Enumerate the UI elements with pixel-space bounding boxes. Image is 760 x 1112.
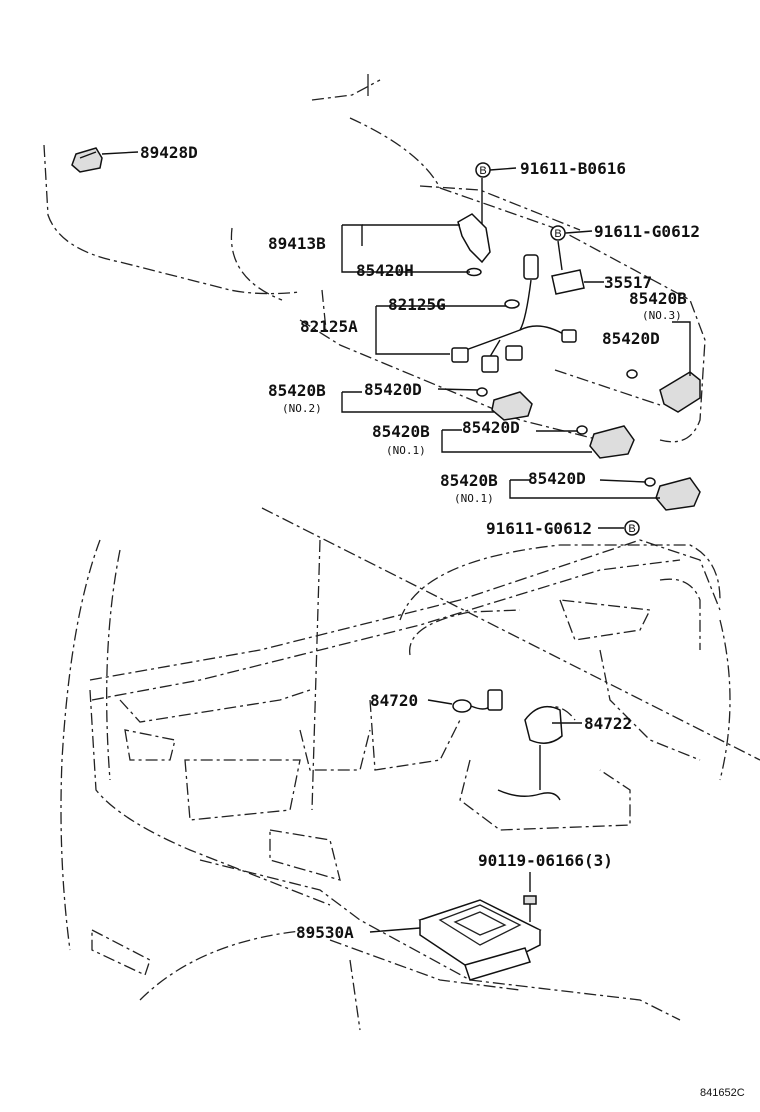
label-89530A: 89530A	[296, 923, 354, 942]
part-90119-bolt	[523, 895, 537, 922]
bolt-marker-2: B	[550, 225, 566, 241]
label-91611-G0612-upper: 91611-G0612	[594, 222, 700, 241]
label-82125A: 82125A	[300, 317, 358, 336]
label-no2: (NO.2)	[282, 402, 322, 415]
part-82125G-grommet	[504, 299, 520, 309]
label-no3: (NO.3)	[642, 309, 682, 322]
part-84722-shift-lever	[497, 705, 563, 801]
bolt-marker-1: B	[475, 162, 491, 178]
label-89428D: 89428D	[140, 143, 198, 162]
svg-text:B: B	[479, 165, 486, 177]
label-no1a: (NO.1)	[386, 444, 426, 457]
drawing-code: 841652C	[700, 1087, 745, 1099]
part-85420D-oring-b	[476, 387, 488, 397]
part-82125A-harness	[451, 254, 577, 373]
part-85420B-no1a-injector	[589, 425, 635, 459]
part-85420B-no1b-injector	[655, 477, 701, 511]
part-85420D-oring-c	[576, 425, 588, 435]
bolt-marker-3: B	[624, 520, 640, 536]
label-85420H: 85420H	[356, 261, 414, 280]
label-82125G: 82125G	[388, 295, 446, 314]
label-84722: 84722	[584, 714, 632, 733]
part-89413B-sensor	[457, 213, 491, 264]
label-85420D-b: 85420D	[364, 380, 422, 399]
label-85420B-no1b: 85420B	[440, 471, 498, 490]
label-84720: 84720	[370, 691, 418, 710]
label-35517: 35517	[604, 273, 652, 292]
leader-lines	[101, 151, 691, 933]
label-no1b: (NO.1)	[454, 492, 494, 505]
part-84720-switch	[452, 689, 503, 713]
part-89530A-ecu	[418, 899, 542, 981]
part-85420D-oring-a	[626, 369, 638, 379]
label-91611-B0616: 91611-B0616	[520, 159, 626, 178]
label-85420D-c: 85420D	[462, 418, 520, 437]
part-35517-bracket	[551, 269, 585, 295]
label-85420B-no3: 85420B	[629, 289, 687, 308]
label-85420D-a: 85420D	[602, 329, 660, 348]
label-85420B-no2: 85420B	[268, 381, 326, 400]
label-91611-G0612-lower: 91611-G0612	[486, 519, 592, 538]
cabin-outline	[60, 507, 760, 1031]
part-89428D-sensor	[71, 147, 103, 173]
label-85420B-no1a: 85420B	[372, 422, 430, 441]
label-89413B: 89413B	[268, 234, 326, 253]
label-90119-06166: 90119-06166(3)	[478, 851, 613, 870]
svg-text:B: B	[628, 523, 635, 535]
part-85420B-no3-injector	[659, 371, 701, 413]
svg-text:B: B	[554, 228, 561, 240]
engine-bay-outline	[43, 74, 706, 443]
part-85420D-oring-d	[644, 477, 656, 487]
part-85420B-no2-injector	[491, 391, 533, 421]
label-85420D-d: 85420D	[528, 469, 586, 488]
